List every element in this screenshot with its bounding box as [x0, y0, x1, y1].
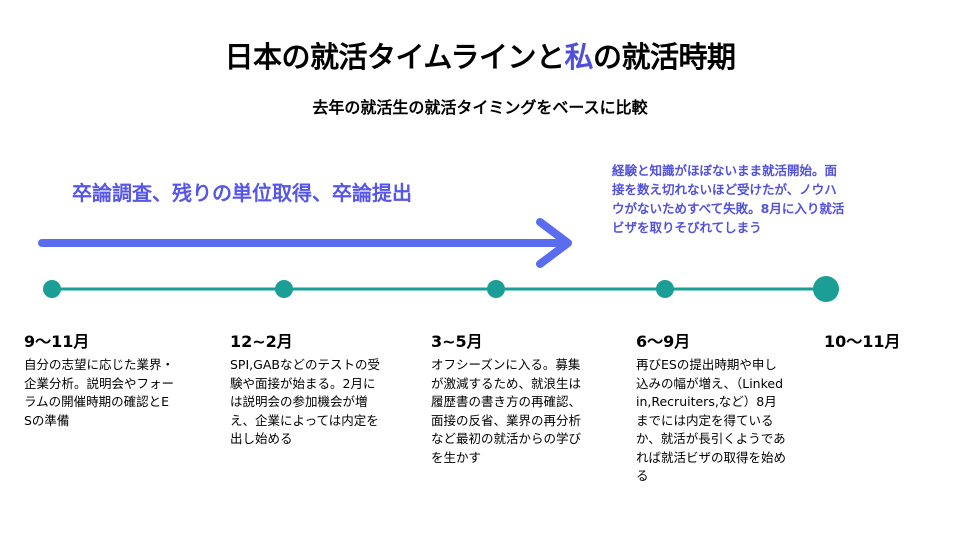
title-part2: の就活時期: [592, 40, 736, 74]
period-label: 10〜11月: [824, 332, 901, 351]
period-description: SPI,GABなどのテストの受験や面接が始まる。2月には説明会の参加機会が増え、…: [230, 357, 380, 446]
period-mar-may: 3~5月 オフシーズンに入る。募集が激減するため、就浪生は履歴書の書き方の再確認…: [431, 328, 581, 467]
period-label: 3~5月: [431, 332, 483, 351]
period-jun-sep: 6〜9月 再びESの提出時期や申し込みの幅が増え、（Linkedin,Recru…: [636, 328, 786, 486]
arrow-label: 卒論調査、残りの単位取得、卒論提出: [72, 181, 412, 205]
period-oct-nov: 10〜11月: [824, 328, 944, 356]
title-part1: 日本の就活タイムラインと: [224, 40, 565, 74]
timeline-dot-2: [275, 280, 293, 298]
timeline-dot-1: [43, 280, 61, 298]
timeline-dot-5: [813, 276, 839, 302]
period-label: 12~2月: [230, 332, 293, 351]
period-dec-feb: 12~2月 SPI,GABなどのテストの受験や面接が始まる。2月には説明会の参加…: [230, 328, 380, 449]
period-description: オフシーズンに入る。募集が激減するため、就浪生は履歴書の書き方の再確認、面接の反…: [431, 357, 582, 465]
page-title: 日本の就活タイムラインと私の就活時期: [0, 34, 960, 76]
timeline: [43, 276, 839, 302]
progress-arrow: [38, 218, 572, 268]
title-accent: 私: [564, 40, 593, 74]
period-description: 再びESの提出時期や申し込みの幅が増え、（Linkedin,Recruiters…: [636, 357, 787, 483]
timeline-dot-3: [487, 280, 505, 298]
timeline-dot-4: [656, 280, 674, 298]
period-description: 自分の志望に応じた業界・企業分析。説明会やフォーラムの開催時期の確認とESの準備: [24, 357, 175, 428]
subtitle: 去年の就活生の就活タイミングをベースに比較: [312, 98, 648, 117]
period-label: 9〜11月: [24, 332, 90, 351]
period-label: 6〜9月: [636, 332, 691, 351]
personal-note: 経験と知識がほぼないまま就活開始。面接を数え切れないほど受けたが、ノウハウがない…: [612, 163, 845, 235]
arrow-head: [536, 218, 572, 268]
period-sep-nov: 9〜11月 自分の志望に応じた業界・企業分析。説明会やフォーラムの開催時期の確認…: [24, 328, 174, 430]
